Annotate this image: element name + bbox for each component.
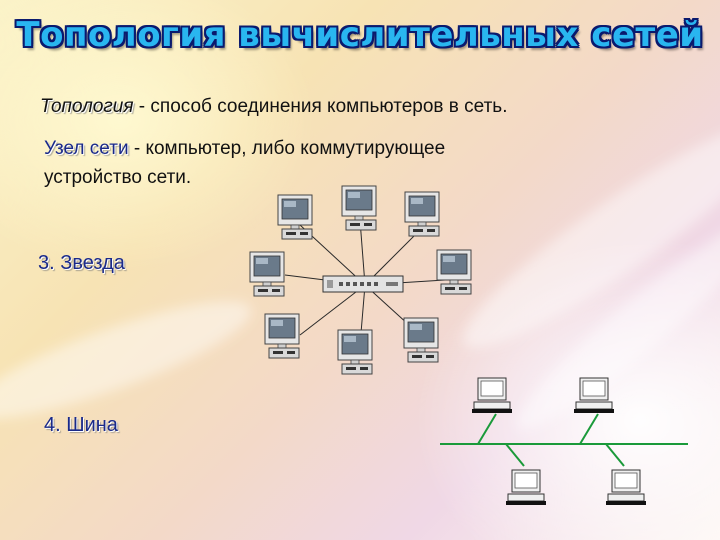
bus-node-workstation [573, 377, 615, 414]
definition-topology: Топология - способ соединения компьютеро… [40, 96, 508, 118]
star-node-computer [341, 185, 377, 231]
slide-title: Топология вычислительных сетей [16, 15, 704, 55]
bus-node-workstation [505, 469, 547, 506]
topology-bus-label: 4. Шина [44, 414, 118, 436]
definition-topology-text: - способ соединения компьютеров в сеть. [133, 96, 508, 117]
star-node-computer [403, 317, 439, 363]
network-hub-icon [322, 275, 404, 293]
definition-node: Узел сети - компьютер, либо коммутирующе… [44, 138, 445, 160]
star-node-computer [264, 313, 300, 359]
star-node-computer [337, 329, 373, 375]
bus-node-workstation [605, 469, 647, 506]
star-node-computer [277, 194, 313, 240]
definition-topology-term: Топология [40, 96, 134, 117]
bus-node-workstation [471, 377, 513, 414]
definition-node-line2: устройство сети. [44, 167, 192, 188]
bus-cable [440, 413, 688, 467]
topology-star-label: 3. Звезда [38, 252, 125, 274]
star-node-computer [404, 191, 440, 237]
definition-node-term: Узел сети [44, 138, 129, 159]
star-node-computer [249, 251, 285, 297]
definition-node-text-1: - компьютер, либо коммутирующее [128, 138, 446, 159]
star-node-computer [436, 249, 472, 295]
